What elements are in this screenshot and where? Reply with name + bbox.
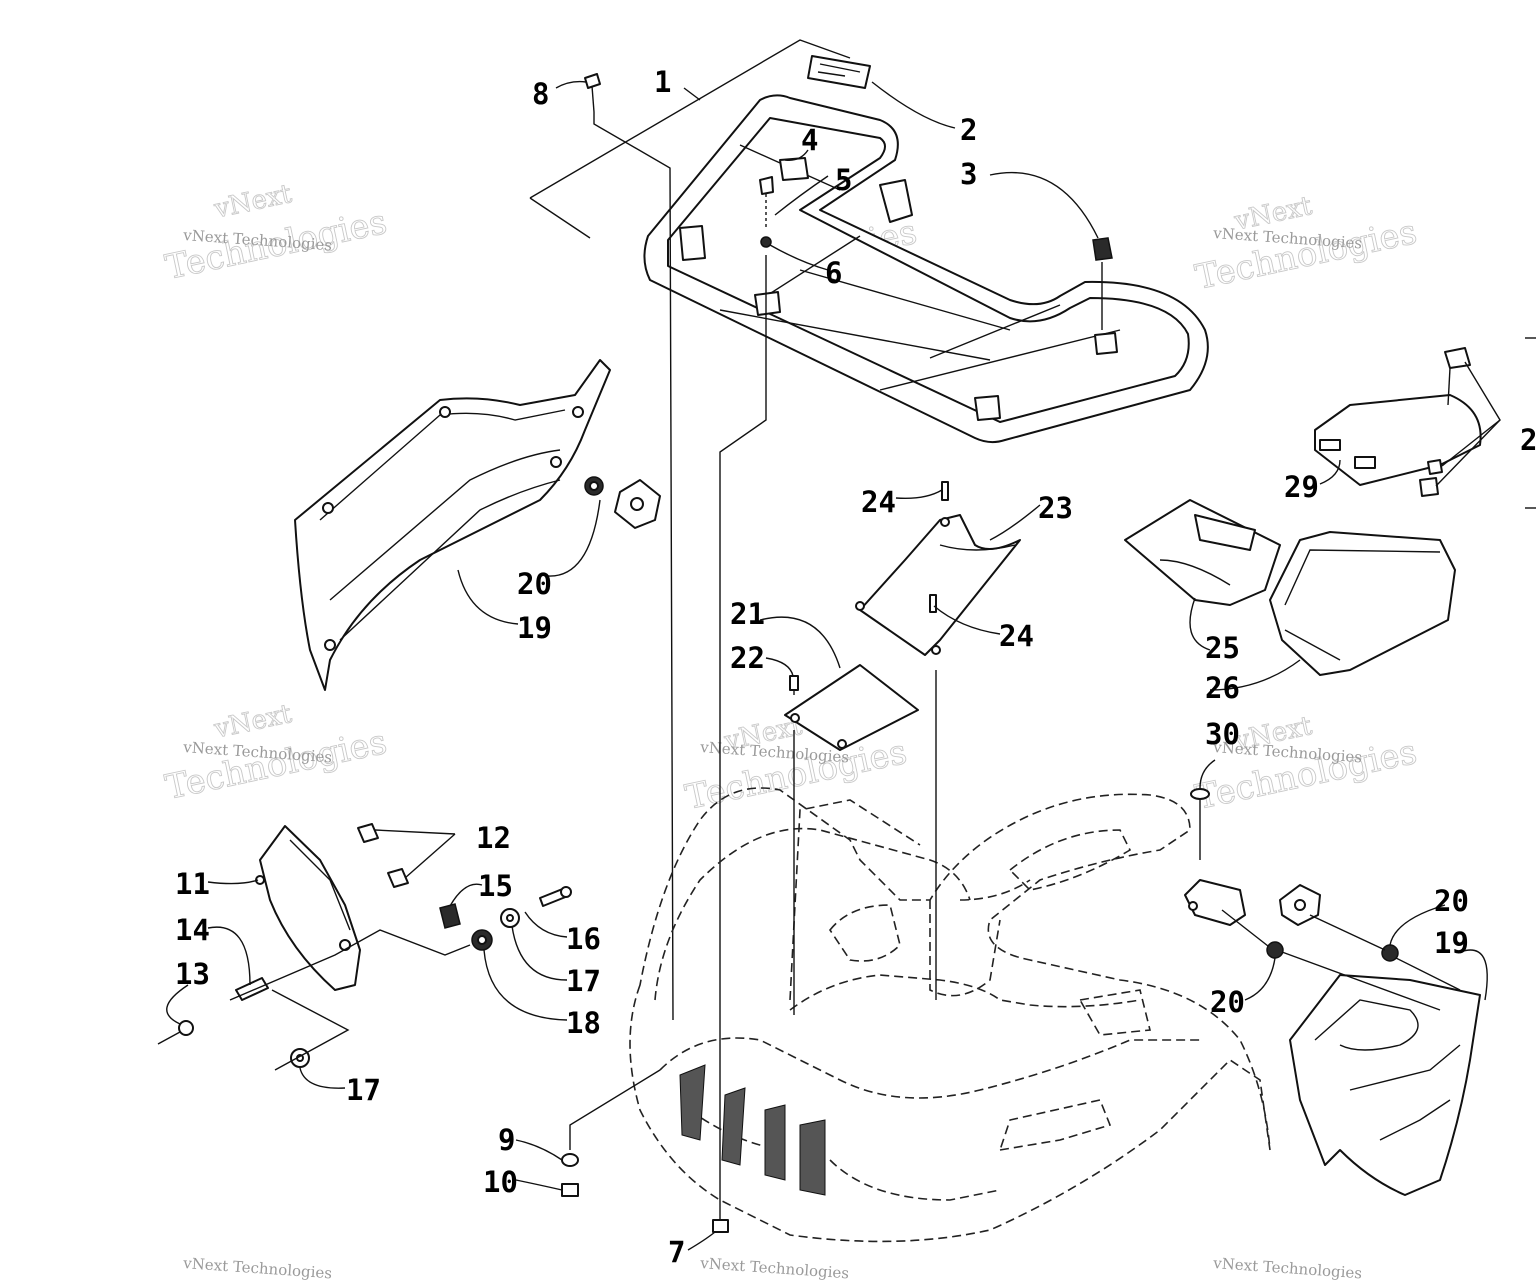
callout-9: 9 <box>498 1123 515 1157</box>
trim-cover <box>855 481 1021 1000</box>
callout-labels: 1 2 3 4 5 6 7 8 9 10 11 12 13 14 15 16 1… <box>175 65 1536 1269</box>
callout-20: 20 <box>517 567 552 601</box>
watermark-line: vNext Technologies <box>182 1254 333 1280</box>
storage-box <box>1269 531 1456 676</box>
callout-25: 25 <box>1205 631 1240 665</box>
callout-6: 6 <box>825 256 842 290</box>
callout-2: 2 <box>960 113 977 147</box>
callout-24: 24 <box>861 485 896 519</box>
callout-16: 16 <box>566 922 601 956</box>
callout-11: 11 <box>175 867 210 901</box>
callout-20: 20 <box>1210 985 1245 1019</box>
clip <box>1092 237 1113 330</box>
right-side-panel <box>1184 879 1481 1196</box>
bolt <box>584 73 601 113</box>
callout-4: 4 <box>801 123 818 157</box>
decal <box>807 55 871 89</box>
callout-13: 13 <box>175 957 210 991</box>
rear-fender-body <box>629 787 1271 1243</box>
callout-18: 18 <box>566 1006 601 1040</box>
rack-bolt <box>759 176 774 248</box>
callout-14: 14 <box>175 913 210 947</box>
callout-12: 12 <box>476 821 511 855</box>
leader-lines <box>166 80 1488 1251</box>
storage-tray <box>1124 499 1281 606</box>
rear-rack <box>529 39 1209 444</box>
callout-8: 8 <box>532 77 549 111</box>
callout-21: 21 <box>730 597 765 631</box>
trim-panel <box>784 664 919 1015</box>
taillight-assembly <box>157 823 572 1071</box>
callout-17: 17 <box>346 1073 381 1107</box>
callout-23: 23 <box>1038 491 1073 525</box>
washer-nut <box>561 1069 729 1233</box>
callout-30: 30 <box>1205 717 1240 751</box>
callout-17: 17 <box>566 964 601 998</box>
callout-2-edge: 2 <box>1520 423 1536 457</box>
callout-15: 15 <box>478 869 513 903</box>
callout-24: 24 <box>999 619 1034 653</box>
watermark-line: vNext Technologies <box>699 1254 850 1280</box>
watermark-line: vNext Technologies <box>1212 1254 1363 1280</box>
callout-10: 10 <box>483 1165 518 1199</box>
callout-19: 19 <box>517 611 552 645</box>
callout-3: 3 <box>960 157 977 191</box>
callout-7: 7 <box>668 1235 685 1269</box>
watermark-brand: vNext <box>211 179 295 225</box>
watermark-brand: vNext <box>211 699 295 745</box>
callout-19: 19 <box>1434 926 1469 960</box>
callout-26: 26 <box>1205 671 1240 705</box>
fastener <box>1190 788 1210 860</box>
callout-29: 29 <box>1284 470 1319 504</box>
callout-22: 22 <box>730 641 765 675</box>
left-side-panel <box>294 359 661 691</box>
storage-lid <box>1314 347 1501 497</box>
callout-1: 1 <box>654 65 671 99</box>
callout-5: 5 <box>835 163 852 197</box>
callout-20: 20 <box>1434 884 1469 918</box>
watermark-big: Technologies <box>162 722 390 808</box>
